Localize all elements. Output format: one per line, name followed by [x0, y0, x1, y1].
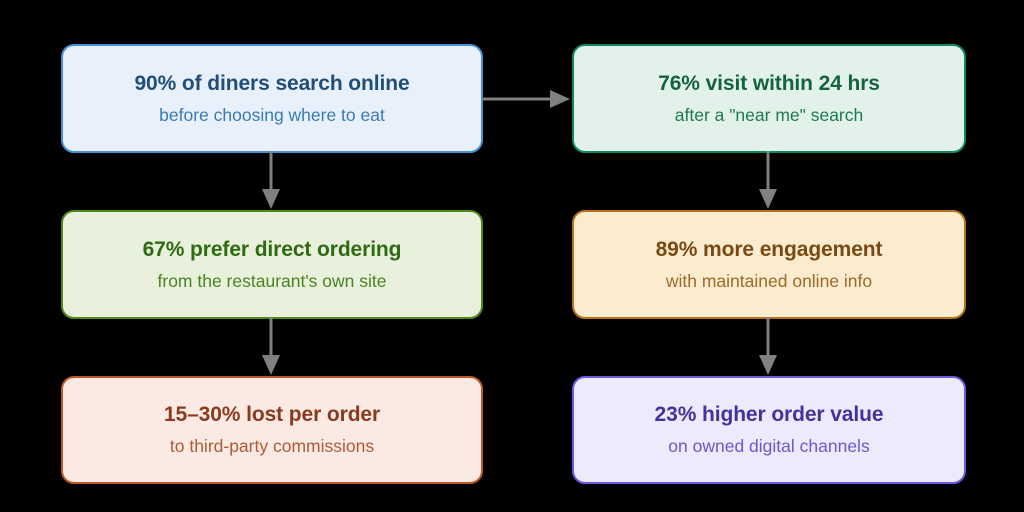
node-headline: 90% of diners search online: [134, 71, 410, 95]
node-subline: before choosing where to eat: [159, 104, 385, 125]
arrow-engagement-to-value: [752, 317, 784, 377]
node-subline: on owned digital channels: [668, 436, 870, 457]
node-higher-order-value[interactable]: 23% higher order value on owned digital …: [572, 376, 966, 484]
node-visit-within-24-hrs[interactable]: 76% visit within 24 hrs after a "near me…: [572, 44, 966, 153]
node-subline: from the restaurant's own site: [157, 270, 387, 291]
node-subline: to third-party commissions: [169, 436, 375, 457]
arrow-direct-to-lost: [255, 317, 287, 377]
node-diners-search-online[interactable]: 90% of diners search online before choos…: [61, 44, 483, 153]
node-more-engagement[interactable]: 89% more engagement with maintained onli…: [572, 210, 966, 319]
arrow-search-to-direct: [255, 151, 287, 211]
node-prefer-direct-ordering[interactable]: 67% prefer direct ordering from the rest…: [61, 210, 483, 319]
node-headline: 89% more engagement: [655, 237, 883, 261]
arrow-search-to-visit: [480, 80, 572, 118]
node-headline: 76% visit within 24 hrs: [658, 71, 880, 95]
node-headline: 15–30% lost per order: [163, 403, 381, 426]
node-headline: 67% prefer direct ordering: [142, 237, 402, 261]
node-subline: after a "near me" search: [674, 104, 864, 125]
node-subline: with maintained online info: [665, 270, 873, 291]
node-lost-per-order[interactable]: 15–30% lost per order to third-party com…: [61, 376, 483, 484]
arrow-visit-to-engagement: [752, 151, 784, 211]
node-headline: 23% higher order value: [654, 403, 884, 426]
